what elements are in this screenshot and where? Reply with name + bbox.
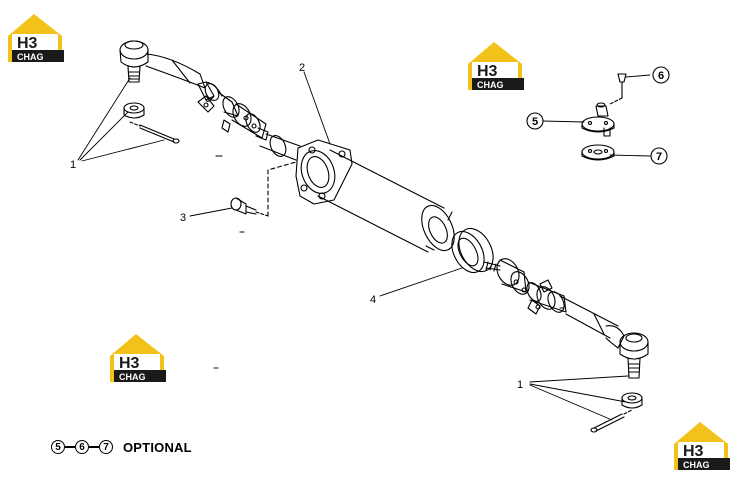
optional-plate-5 (581, 102, 615, 137)
right-rod (559, 295, 619, 339)
svg-text:7: 7 (656, 151, 662, 163)
callout-7: 7 (650, 147, 668, 165)
callout-3: 3 (180, 212, 186, 224)
svg-text:5: 5 (532, 116, 538, 128)
callout-1-left: 1 (70, 159, 76, 171)
main-cylinder (317, 149, 455, 253)
left-tie-rod-end (119, 40, 206, 89)
legend-number-6: 6 (75, 440, 89, 454)
optional-legend: 5 6 7 OPTIONAL (51, 436, 192, 458)
svg-text:H3: H3 (119, 355, 140, 372)
optional-stud-6 (609, 73, 627, 105)
svg-text:CHAG: CHAG (17, 52, 44, 62)
right-tie-rod-end (605, 325, 649, 379)
optional-washer-7 (581, 144, 615, 161)
svg-text:H3: H3 (477, 63, 498, 80)
svg-text:6: 6 (658, 70, 664, 82)
callout-1-right: 1 (517, 379, 523, 391)
legend-number-5: 5 (51, 440, 65, 454)
brand-logo-middle-left: H3 CHAG (110, 334, 166, 382)
svg-text:CHAG: CHAG (477, 80, 504, 90)
svg-text:CHAG: CHAG (119, 372, 146, 382)
legend-dash (65, 446, 75, 448)
brand-logo-top-right: H3 CHAG (468, 42, 524, 90)
svg-text:H3: H3 (17, 35, 38, 52)
svg-text:H3: H3 (683, 443, 704, 460)
left-inner-rod (259, 133, 301, 161)
flange-clamp (295, 139, 353, 205)
bolt (230, 161, 297, 217)
callout-5: 5 (526, 112, 544, 130)
leader-lines (77, 71, 651, 421)
left-cotter-pin (129, 121, 180, 144)
callout-6: 6 (652, 66, 670, 84)
svg-text:CHAG: CHAG (683, 460, 710, 470)
right-adjuster-assembly (496, 258, 567, 315)
right-cotter-pin (590, 409, 633, 433)
legend-dash (89, 446, 99, 448)
seal-ring (451, 227, 494, 274)
legend-number-7: 7 (99, 440, 113, 454)
threaded-stud (483, 261, 501, 272)
callout-4: 4 (370, 294, 376, 306)
brand-logo-bottom-right: H3 CHAG (674, 422, 730, 470)
brand-logo-top-left: H3 CHAG (8, 14, 64, 62)
left-adjuster-assembly (197, 81, 269, 141)
optional-label: OPTIONAL (123, 439, 192, 455)
left-castle-nut (123, 102, 145, 119)
right-castle-nut (621, 392, 643, 409)
callout-2: 2 (299, 62, 305, 74)
